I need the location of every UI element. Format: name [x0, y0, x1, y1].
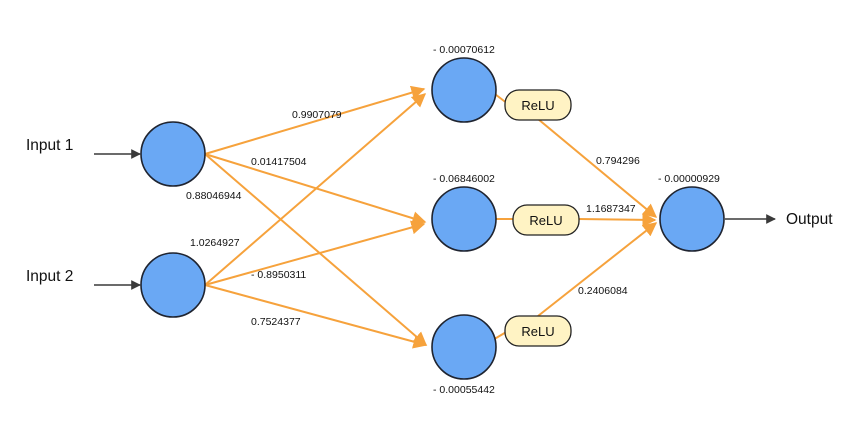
relu-label-1: ReLU [521, 98, 554, 113]
edge-relu3-output [537, 222, 658, 317]
input-1-label: Input 1 [26, 137, 73, 154]
relu-label-3: ReLU [521, 324, 554, 339]
weight-hidden2-output: 1.1687347 [586, 203, 636, 215]
edge-input1-hidden2 [204, 153, 427, 225]
edge-relu2-output [577, 212, 657, 227]
hidden-node-1 [431, 57, 497, 123]
input-2-label: Input 2 [26, 268, 73, 285]
hidden-node-2 [431, 186, 497, 252]
bias-output: - 0.00000929 [658, 173, 720, 185]
bias-hidden-1: - 0.00070612 [433, 44, 495, 56]
edge-input1-hidden3 [204, 153, 428, 346]
input-node-1 [140, 121, 206, 187]
edge-input2-hidden2 [204, 220, 426, 286]
output-label: Output [786, 211, 833, 228]
weight-input2-hidden1: 1.0264927 [190, 237, 240, 249]
bias-hidden-3: - 0.00055442 [433, 384, 495, 396]
edge-input2-hidden1 [204, 93, 427, 286]
weight-hidden3-output: 0.2406084 [578, 285, 628, 297]
weight-input2-hidden3: 0.7524377 [251, 316, 301, 328]
weight-input1-hidden2: 0.01417504 [251, 156, 307, 168]
hidden-node-3 [431, 314, 497, 380]
weight-hidden1-output: 0.794296 [596, 155, 640, 167]
relu-label-2: ReLU [529, 213, 562, 228]
relu-box-3 [504, 315, 572, 347]
weight-input2-hidden2: - 0.8950311 [251, 269, 306, 281]
relu-box-2 [512, 204, 580, 236]
bias-hidden-2: - 0.06846002 [433, 173, 495, 185]
input-node-2 [140, 252, 206, 318]
edge-input1-hidden1 [204, 85, 426, 155]
weight-input1-hidden1: 0.9907079 [292, 109, 342, 121]
relu-box-1 [504, 89, 572, 121]
weight-input1-hidden3: 0.88046944 [186, 190, 242, 202]
edge-relu1-output [537, 118, 658, 218]
output-node [659, 186, 725, 252]
edge-input2-hidden3 [204, 284, 428, 349]
